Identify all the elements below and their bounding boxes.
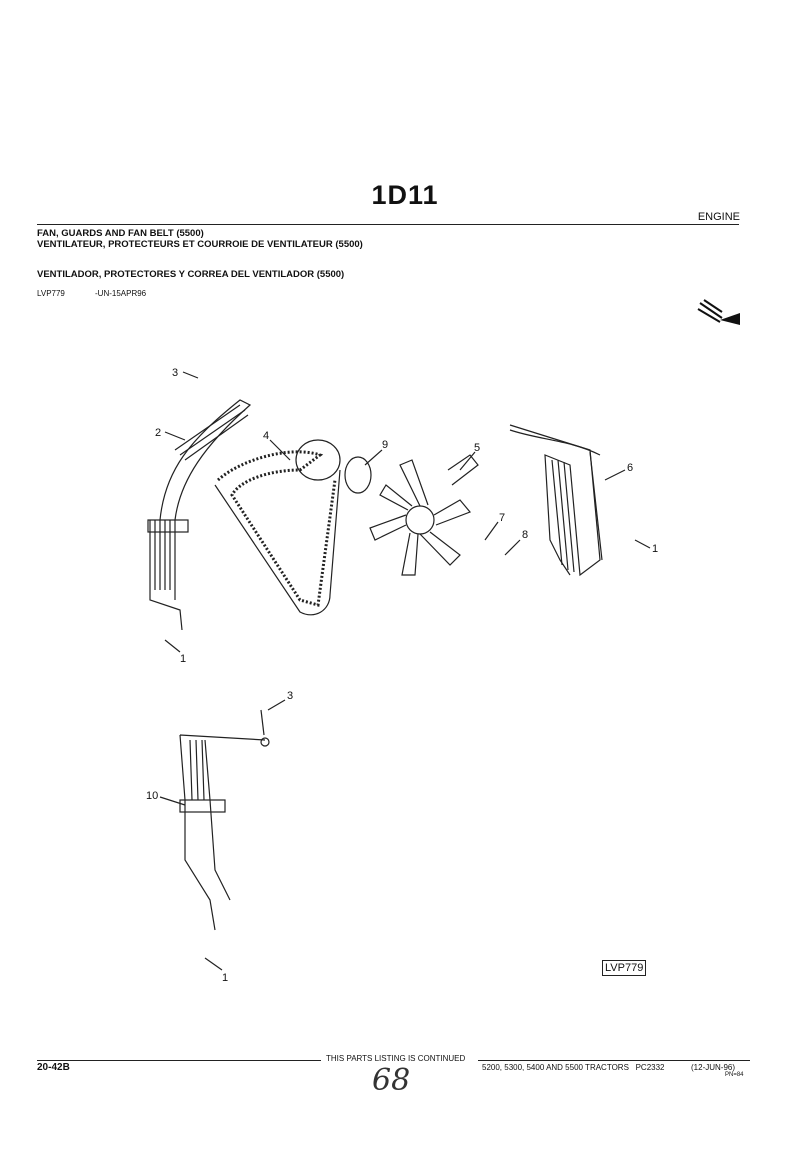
callout-7: 7 [499,512,505,524]
header-rule [37,224,739,225]
handwritten-page-number: 68 [372,1063,411,1098]
illustration-date: -UN-15APR96 [95,289,147,298]
fan-hub [344,456,372,494]
callout-6: 6 [627,462,633,474]
callout-10: 10 [146,790,158,802]
fan-guard-upper [147,399,252,631]
illustration-id: LVP779 [37,289,65,298]
callout-3: 3 [172,367,178,379]
callout-1: 1 [180,653,186,665]
title-fr: VENTILATEUR, PROTECTEURS ET COURROIE DE … [37,239,363,250]
continued-note: THIS PARTS LISTING IS CONTINUED [326,1054,466,1063]
callout-1: 1 [222,972,228,984]
catalog-info: 5200, 5300, 5400 AND 5500 TRACTORS PC233… [482,1063,665,1072]
footer-rule-left [37,1060,321,1061]
fan-guard-lower [179,709,270,931]
section-label: ENGINE [697,211,740,223]
title-es: VENTILADOR, PROTECTORES Y CORREA DEL VEN… [37,269,345,280]
title-en: FAN, GUARDS AND FAN BELT (5500) [37,228,204,239]
fan-shroud [509,424,603,577]
callout-2: 2 [155,427,161,439]
callout-1: 1 [652,543,658,555]
callouts: 3 2 4 9 5 6 7 8 1 1 3 10 1 [146,367,658,984]
callout-9: 9 [382,439,388,451]
callout-5: 5 [474,442,480,454]
fan-belt [214,439,341,616]
figure-label: LVP779 [602,960,647,976]
callout-3: 3 [287,690,293,702]
callout-8: 8 [522,529,528,541]
pn-number: PN=84 [725,1072,744,1078]
footer-rule-right [478,1060,750,1061]
page-number: 20-42B [37,1062,70,1073]
page-code: 1D11 [371,180,439,210]
catalog-date: (12-JUN-96) [691,1063,736,1072]
fan [369,454,479,576]
direction-arrow-icon [697,299,740,325]
callout-4: 4 [263,430,269,442]
